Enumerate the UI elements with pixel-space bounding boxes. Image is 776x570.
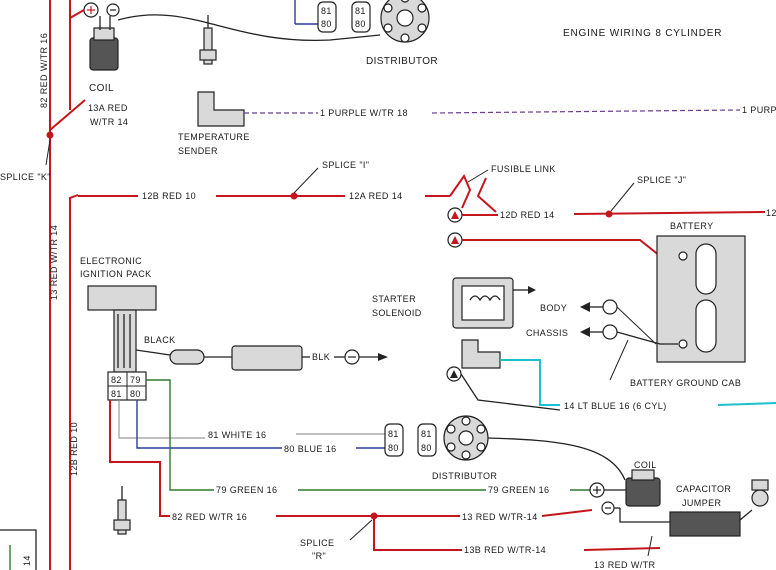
wire-79-green-left-label: 79 GREEN 16 bbox=[216, 485, 277, 495]
distributor-top-label: DISTRIBUTOR bbox=[366, 56, 438, 67]
capacitor-jumper: CAPACITOR JUMPER bbox=[669, 479, 769, 537]
wire-14-stub-label: 14 bbox=[22, 555, 32, 566]
starter-solenoid: STARTER SOLENOID bbox=[372, 277, 561, 411]
wire-81-white-label: 81 WHITE 16 bbox=[208, 430, 266, 440]
coil-top-label: COIL bbox=[89, 83, 114, 94]
top-terminal-81b: 81 bbox=[355, 6, 366, 16]
splice-k-label: SPLICE "K" bbox=[0, 172, 51, 182]
wire-12b-12a: 12B RED 10 12A RED 14 bbox=[78, 191, 450, 201]
dist-terminal-80b: 80 bbox=[421, 443, 432, 453]
fusible-link: FUSIBLE LINK bbox=[449, 164, 556, 213]
black-label: BLACK bbox=[144, 335, 176, 345]
pack-terminal-81: 81 bbox=[111, 389, 122, 399]
wire-79-green: 79 GREEN 16 79 GREEN 16 bbox=[146, 379, 590, 495]
blk-label: BLK bbox=[312, 352, 330, 362]
wire-1-purple-label: 1 PURPLE W/TR 18 bbox=[320, 108, 408, 118]
ignition-pack-label-2: IGNITION PACK bbox=[80, 269, 152, 279]
wire-82-red: 82 RED W/TR 16 13 RED W/TR-14 bbox=[109, 400, 593, 522]
wire-14-lt-blue-label: 14 LT BLUE 16 (6 CYL) bbox=[564, 401, 667, 411]
wire-14-lt-blue: 14 LT BLUE 16 (6 CYL) bbox=[500, 359, 776, 411]
wire-82-label: 82 RED W/TR 16 bbox=[39, 33, 49, 108]
solenoid-red-terminals bbox=[447, 207, 463, 248]
top-terminal-80: 80 bbox=[321, 19, 332, 29]
wire-13a-label-1: 13A RED bbox=[88, 103, 128, 113]
dist-terminal-81b: 81 bbox=[421, 429, 432, 439]
ignition-pack-label-1: ELECTRONIC bbox=[80, 256, 142, 266]
distributor-top: 81 80 81 80 DISTRIBUTOR bbox=[294, 0, 438, 67]
fusible-link-label: FUSIBLE LINK bbox=[491, 164, 556, 174]
distributor-bottom-label: DISTRIBUTOR bbox=[432, 471, 497, 481]
wire-12b-vert-label: 12B RED 10 bbox=[69, 422, 79, 476]
wire-12-right-label: 12 bbox=[766, 208, 776, 218]
splice-j-label: SPLICE "J" bbox=[637, 175, 686, 185]
black-lead: BLACK BLK bbox=[135, 335, 388, 371]
splice-r-label-2: "R" bbox=[312, 551, 326, 561]
wire-79-green-right-label: 79 GREEN 16 bbox=[488, 485, 549, 495]
electronic-ignition-pack: ELECTRONIC IGNITION PACK 82 79 81 80 bbox=[80, 256, 157, 401]
starter-solenoid-label-1: STARTER bbox=[372, 294, 416, 304]
wire-13-red-bottom: 13 RED W/TR bbox=[594, 535, 656, 570]
pack-terminal-80: 80 bbox=[130, 389, 141, 399]
wire-13-red-label: 13 RED W/TR-14 bbox=[462, 512, 538, 522]
wire-1-purple: 1 PURPLE W/TR 18 1 PURP bbox=[244, 105, 776, 118]
splice-j: SPLICE "J" bbox=[605, 175, 686, 218]
wire-1-purple-right-label: 1 PURP bbox=[742, 105, 776, 115]
wire-13-red-vertical: 13 RED W/TR 14 bbox=[49, 135, 59, 570]
starter-solenoid-label-2: SOLENOID bbox=[372, 308, 422, 318]
pack-terminal-82: 82 bbox=[111, 375, 122, 385]
wire-12a-label: 12A RED 14 bbox=[349, 191, 403, 201]
top-terminal-80b: 80 bbox=[355, 19, 366, 29]
splice-r: SPLICE "R" bbox=[300, 512, 378, 561]
wire-80-blue: 80 BLUE 16 bbox=[136, 400, 385, 454]
chassis-label: CHASSIS bbox=[526, 328, 568, 338]
wire-80-blue-label: 80 BLUE 16 bbox=[284, 444, 337, 454]
capacitor-jumper-label-2: JUMPER bbox=[682, 498, 722, 508]
splice-r-label-1: SPLICE bbox=[300, 538, 334, 548]
dist-terminal-80: 80 bbox=[388, 443, 399, 453]
spark-plug-bottom bbox=[113, 486, 131, 535]
wire-13a: 13A RED W/TR 14 bbox=[49, 99, 128, 131]
wire-13a-label-2: W/TR 14 bbox=[90, 117, 128, 127]
splice-k: SPLICE "K" bbox=[0, 131, 54, 182]
wire-13b-red: 13B RED W/TR-14 bbox=[373, 516, 661, 555]
battery-ground-cable: BATTERY GROUND CAB bbox=[609, 339, 741, 388]
capacitor-jumper-label-1: CAPACITOR bbox=[676, 484, 731, 494]
wire-82-red-vertical: 82 RED W/TR 16 bbox=[39, 0, 71, 135]
temperature-sender: TEMPERATURE SENDER bbox=[178, 15, 250, 156]
coil-bottom: COIL bbox=[589, 460, 670, 523]
wire-13-bottom-label: 13 RED W/TR bbox=[594, 560, 656, 570]
battery-ground-cable-label: BATTERY GROUND CAB bbox=[630, 378, 741, 388]
top-terminal-81: 81 bbox=[321, 6, 332, 16]
distributor-bottom: 81 80 81 80 DISTRIBUTOR bbox=[384, 415, 626, 481]
coil-top: COIL bbox=[83, 2, 120, 94]
wire-12b-label: 12B RED 10 bbox=[142, 191, 196, 201]
wire-81-white: 81 WHITE 16 bbox=[118, 400, 385, 440]
temperature-sender-label-2: SENDER bbox=[178, 146, 218, 156]
wire-13b-label: 13B RED W/TR-14 bbox=[464, 545, 546, 555]
coil-bottom-label: COIL bbox=[634, 460, 657, 470]
body-label: BODY bbox=[540, 303, 567, 313]
body-ground: BODY bbox=[540, 299, 657, 345]
splice-i: SPLICE "I" bbox=[290, 160, 369, 200]
battery: BATTERY bbox=[656, 221, 746, 363]
wire-14-stub: 14 bbox=[0, 529, 37, 570]
chassis-ground: CHASSIS bbox=[526, 324, 678, 345]
pack-terminal-79: 79 bbox=[130, 375, 141, 385]
wire-13-vert-label: 13 RED W/TR 14 bbox=[49, 225, 59, 300]
wire-82-red-label: 82 RED W/TR 16 bbox=[172, 512, 247, 522]
splice-i-label: SPLICE "I" bbox=[322, 160, 369, 170]
wire-12d-label: 12D RED 14 bbox=[500, 210, 555, 220]
diagram-title: ENGINE WIRING 8 CYLINDER bbox=[563, 28, 722, 39]
dist-terminal-81: 81 bbox=[388, 429, 399, 439]
wire-12b-red-vertical: 12B RED 10 bbox=[69, 194, 79, 570]
wire-12d: 12D RED 14 12 bbox=[462, 208, 776, 220]
temperature-sender-label-1: TEMPERATURE bbox=[178, 132, 250, 142]
battery-label: BATTERY bbox=[670, 221, 713, 231]
